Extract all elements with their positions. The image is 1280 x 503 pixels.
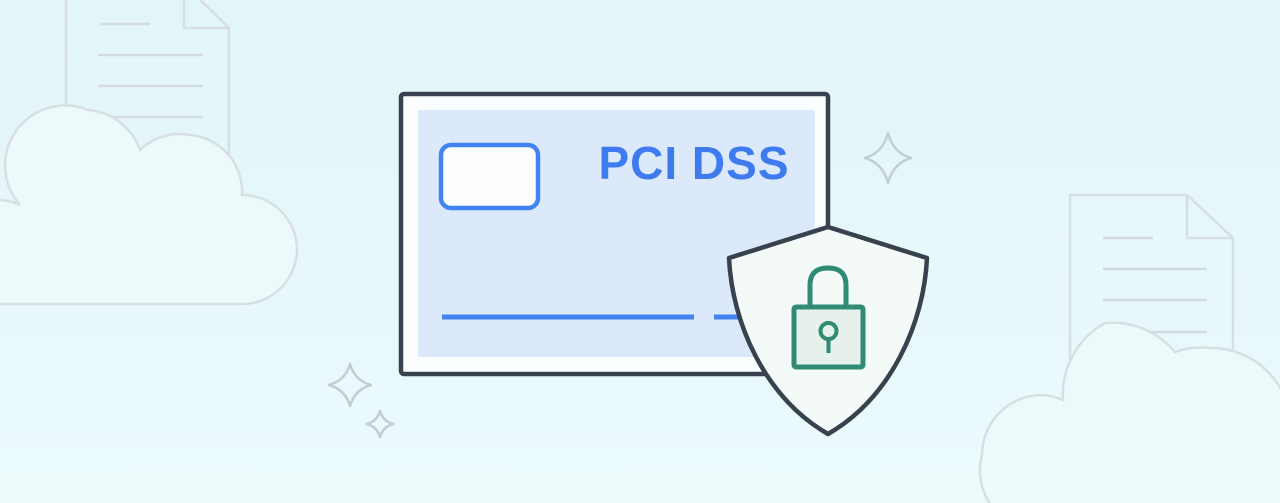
sparkle-icon-bottom-left-large (327, 362, 373, 408)
shield-icon (726, 224, 930, 437)
padlock-shackle (807, 265, 849, 310)
card-label: PCI DSS (598, 137, 789, 189)
padlock-icon (791, 265, 866, 370)
document-folded-corner (1185, 195, 1233, 240)
cloud-icon-right (978, 321, 1280, 503)
sparkle-icon-bottom-left-small (365, 409, 395, 439)
document-folded-corner (182, 0, 229, 30)
credit-card-icon: PCI DSS (398, 91, 831, 377)
card-chip-icon (438, 142, 541, 211)
keyhole-icon (818, 321, 839, 353)
sparkle-icon-right (863, 131, 913, 185)
cloud-icon-left (0, 104, 299, 306)
